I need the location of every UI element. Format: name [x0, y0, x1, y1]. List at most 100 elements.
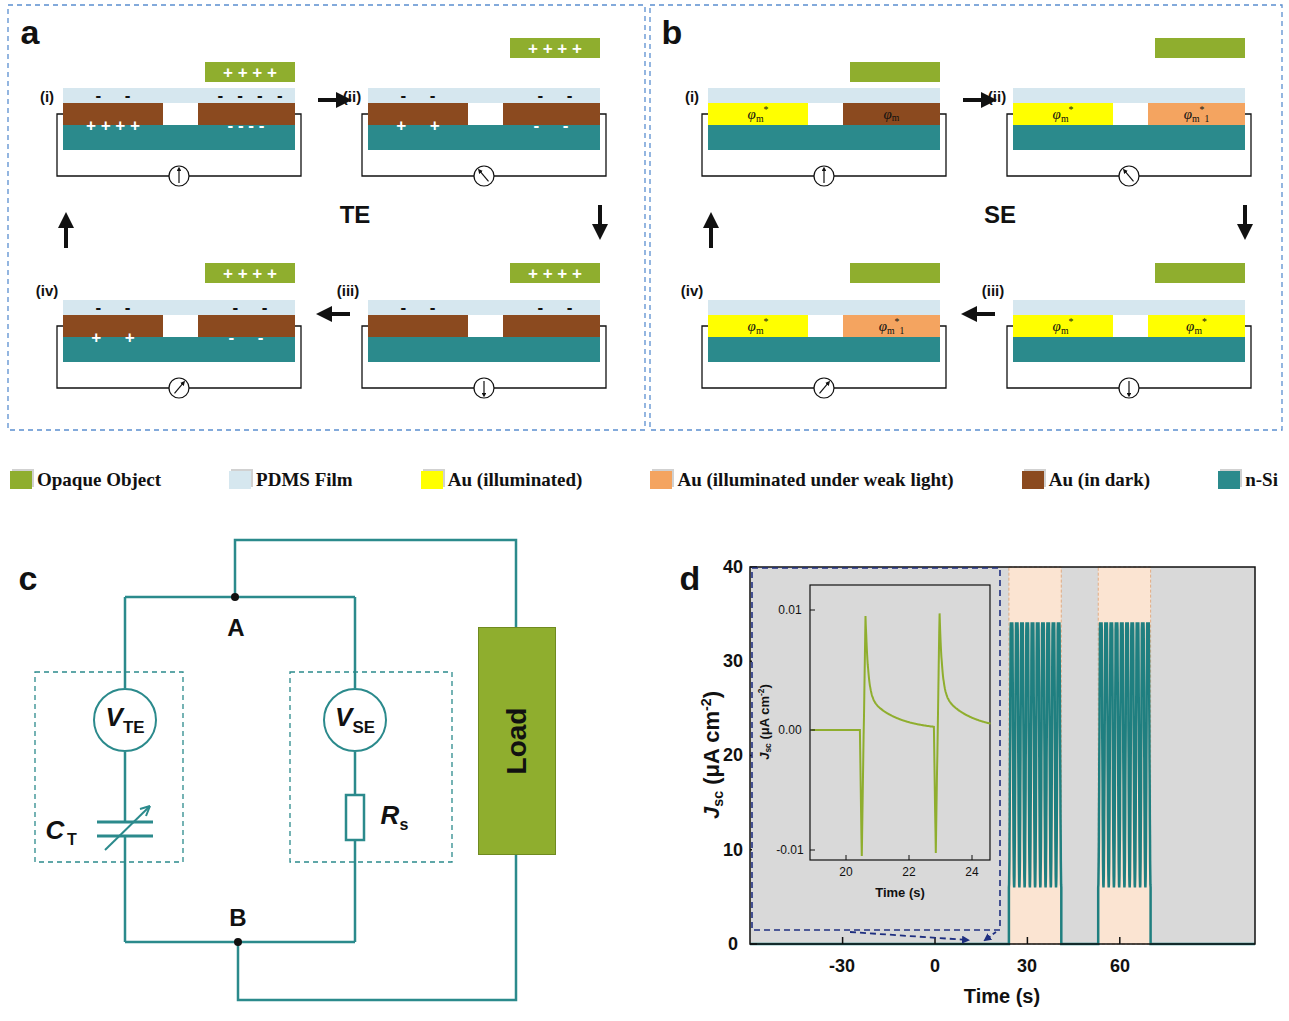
n-si-substrate: [708, 125, 940, 150]
source-label: V: [106, 702, 123, 732]
label: + + + +: [528, 265, 582, 282]
legend-item: PDMS Film: [229, 469, 353, 491]
ammeter-needle: [823, 169, 824, 183]
label: 20: [839, 866, 852, 878]
label: - -: [233, 299, 268, 316]
label: Time (s): [964, 986, 1040, 1006]
tick: [810, 610, 815, 611]
n-si-substrate: [1013, 337, 1245, 362]
legend-text: Au (in dark): [1049, 469, 1150, 491]
label: 0: [728, 935, 738, 953]
work-function-label: m: [1192, 113, 1200, 124]
label: TE: [340, 203, 371, 227]
legend-item: Au (illuminated under weak light): [650, 469, 953, 491]
label: 20: [723, 746, 743, 764]
label: - -: [229, 329, 264, 346]
label: 30: [1017, 957, 1037, 975]
legend-item: Au (in dark): [1022, 469, 1150, 491]
axis-title-part: J: [699, 807, 724, 819]
au-electrode: φm: [843, 103, 940, 125]
label: - -: [96, 299, 131, 316]
cycle-arrow: [969, 312, 995, 316]
label: 10: [723, 841, 743, 859]
legend-swatch: [10, 471, 32, 489]
label: (iv): [681, 283, 704, 298]
label: + +: [91, 329, 134, 346]
label: - -: [538, 87, 573, 104]
inset-frame: [752, 568, 1000, 930]
ammeter: [474, 378, 494, 398]
au-electrode: φm*1: [843, 315, 940, 337]
ammeter: [1119, 166, 1139, 186]
legend-text: Au (illuminated): [448, 469, 583, 491]
ammeter: [814, 166, 834, 186]
text-holder: φm: [884, 105, 900, 124]
label: R: [381, 802, 400, 828]
tick: [810, 850, 815, 851]
ammeter: [169, 378, 189, 398]
axis-title-part: sc: [763, 743, 773, 752]
ammeter: [1119, 378, 1139, 398]
work-function-label: φ: [1053, 106, 1061, 122]
opaque-object: [205, 263, 295, 283]
ammeter-needle: [480, 171, 489, 182]
cycle-arrow: [598, 205, 602, 232]
legend-item: Au (illuminated): [421, 469, 583, 491]
label: SE: [984, 203, 1016, 227]
label: (ii): [988, 89, 1006, 104]
work-function-label: *: [764, 104, 769, 115]
work-function-label: m: [756, 113, 764, 124]
label: + + + +: [223, 265, 277, 282]
legend-text: Au (illuminated under weak light): [677, 469, 953, 491]
label: 40: [723, 558, 743, 576]
work-function-label: φ: [748, 106, 756, 122]
source-label: V: [335, 702, 352, 732]
label: a: [21, 15, 40, 49]
opaque-object: [510, 38, 600, 58]
label: c: [19, 561, 38, 595]
source-label: SE: [352, 718, 375, 737]
label: - -: [538, 299, 573, 316]
axis-title-part: -2: [756, 689, 766, 697]
source-label: TE: [123, 718, 145, 737]
label: Time (s): [875, 886, 925, 899]
legend-swatch: [421, 471, 443, 489]
panel-frame: [8, 5, 645, 430]
work-function-label: *: [1202, 316, 1207, 327]
text-holder: VTE: [106, 702, 145, 738]
label: 24: [965, 866, 978, 878]
label: (i): [685, 89, 699, 104]
circuit-wire: [235, 540, 516, 627]
plot-frame: [750, 567, 1255, 944]
pdms-film: [708, 300, 940, 315]
dashed-group: [35, 672, 183, 862]
work-function-label: *: [895, 316, 900, 327]
label: (iii): [337, 283, 360, 298]
label: T: [67, 832, 77, 848]
label: B: [229, 906, 246, 930]
pdms-film: [1013, 300, 1245, 315]
text-holder: φm*: [1053, 316, 1074, 335]
label: b: [662, 15, 683, 49]
work-function-label: m: [756, 325, 764, 336]
ammeter-needle: [178, 169, 179, 183]
opaque-object: [1155, 263, 1245, 283]
opaque-object: [205, 62, 295, 82]
text-holder: φm*: [748, 104, 769, 123]
load-box: Load: [478, 627, 556, 855]
opaque-object: [510, 263, 600, 283]
label: 0.01: [778, 604, 801, 616]
work-function-label: φ: [1184, 106, 1192, 122]
axis-title: Jsc (μA cm-2): [699, 691, 725, 819]
au-electrode: φm*: [1013, 103, 1113, 125]
variable-arrow: [105, 806, 150, 850]
cycle-arrow: [709, 220, 713, 248]
cycle-arrow: [318, 98, 344, 102]
work-function-label: m: [1061, 325, 1069, 336]
ammeter: [814, 378, 834, 398]
legend-swatch: [229, 471, 251, 489]
tick: [846, 855, 847, 860]
legend-text: Opaque Object: [37, 469, 161, 491]
text-holder: φm*: [1053, 104, 1074, 123]
cycle-arrow: [324, 312, 350, 316]
